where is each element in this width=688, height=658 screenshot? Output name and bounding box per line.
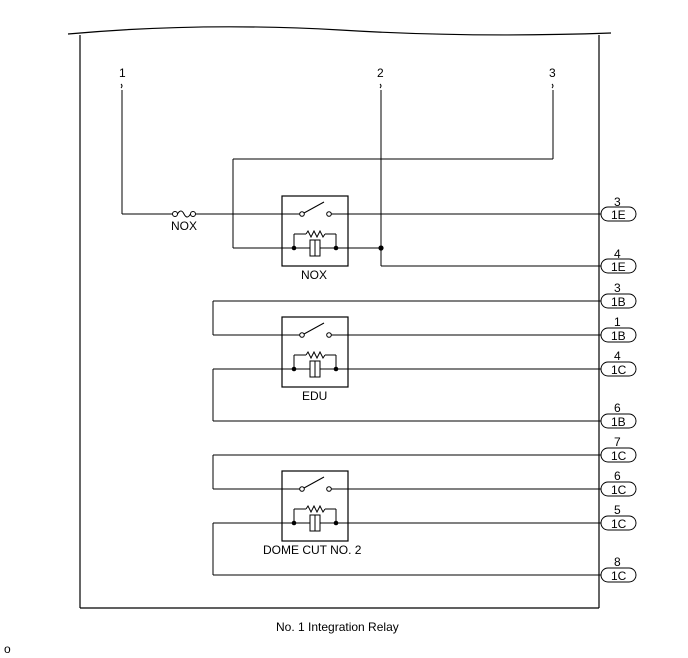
relay-label-nox: NOX	[301, 268, 327, 282]
junction-dot	[378, 245, 384, 251]
connector-1c-8: 8 1C	[600, 555, 637, 583]
connector-1c-6: 6 1C	[600, 469, 637, 497]
terminal-label-2: 2	[377, 66, 384, 80]
svg-text:1E: 1E	[611, 260, 626, 274]
svg-text:7: 7	[614, 435, 621, 449]
terminal-label-1: 1	[119, 66, 126, 80]
svg-text:3: 3	[614, 281, 621, 295]
svg-text:6: 6	[614, 401, 621, 415]
fuse-label: NOX	[171, 219, 197, 233]
fuse-symbol	[172, 210, 196, 218]
svg-text:1C: 1C	[611, 517, 627, 531]
svg-text:5: 5	[614, 503, 621, 517]
svg-text:3: 3	[614, 195, 621, 209]
svg-text:1B: 1B	[611, 329, 626, 343]
svg-text:1C: 1C	[611, 363, 627, 377]
relay-label-dome-cut: DOME CUT NO. 2	[263, 543, 362, 557]
svg-text:1: 1	[614, 315, 621, 329]
svg-text:1E: 1E	[611, 208, 626, 222]
svg-text:1B: 1B	[611, 415, 626, 429]
relay-edu	[281, 316, 349, 388]
svg-text:1B: 1B	[611, 295, 626, 309]
connector-1b-1: 1 1B	[600, 315, 637, 343]
relay-nox	[281, 195, 349, 267]
relay-dome-cut	[281, 470, 349, 542]
svg-text:1C: 1C	[611, 449, 627, 463]
connector-1c-4: 4 1C	[600, 349, 637, 377]
terminal-label-3: 3	[549, 66, 556, 80]
connector-1c-5: 5 1C	[600, 503, 637, 531]
svg-text:1C: 1C	[611, 483, 627, 497]
svg-text:8: 8	[614, 555, 621, 569]
svg-text:6: 6	[614, 469, 621, 483]
svg-text:1C: 1C	[611, 569, 627, 583]
relay-label-edu: EDU	[302, 389, 327, 403]
svg-text:4: 4	[614, 349, 621, 363]
relay-enclosure	[67, 26, 612, 609]
corner-mark: o	[4, 642, 11, 656]
connector-1e-4: 4 1E	[600, 247, 637, 274]
connectors: 3 1E 4 1E 3 1B 1 1B 4 1C 6 1B	[600, 195, 637, 583]
svg-text:4: 4	[614, 247, 621, 261]
wires	[120, 83, 601, 576]
connector-1e-3: 3 1E	[600, 195, 637, 222]
connector-1c-7: 7 1C	[600, 435, 637, 463]
connector-1b-6: 6 1B	[600, 401, 637, 429]
connector-1b-3: 3 1B	[600, 281, 637, 309]
diagram-caption: No. 1 Integration Relay	[276, 620, 399, 634]
